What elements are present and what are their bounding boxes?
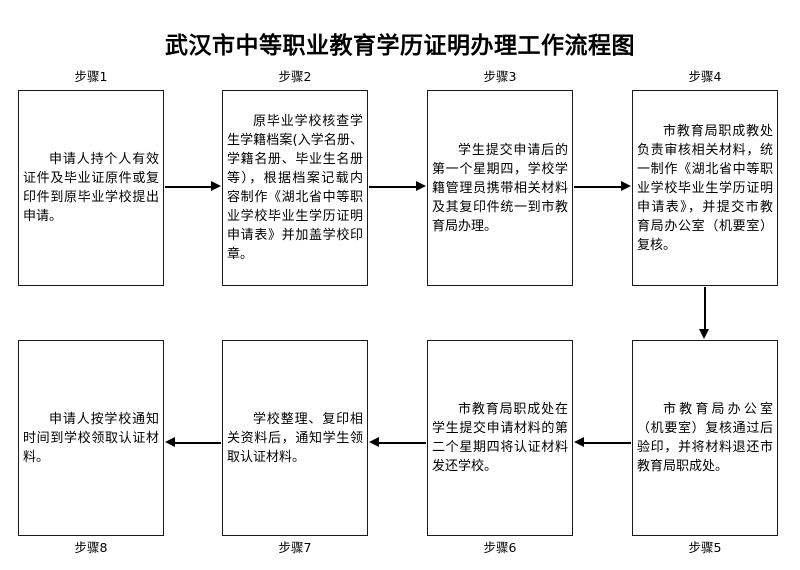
flow-box-step3-text: 学生提交申请后的第一个星期四，学校学籍管理员携带相关材料及其复印件统一到市教育局… bbox=[432, 142, 568, 234]
arrow-shaft bbox=[574, 186, 623, 188]
arrow-shaft bbox=[704, 287, 706, 331]
flow-box-step1[interactable]: 申请人持个人有效证件及毕业证原件或复印件到原毕业学校提出申请。 bbox=[18, 90, 164, 286]
arrow-shaft bbox=[173, 442, 221, 444]
arrow-shaft bbox=[377, 442, 426, 444]
arrow-shaft bbox=[165, 186, 213, 188]
flow-box-step4-text: 市教育局职成教处负责审核相关材料，统一制作《湖北省中等职业学校毕业生学历证明申请… bbox=[637, 123, 773, 253]
flow-box-step3[interactable]: 学生提交申请后的第一个星期四，学校学籍管理员携带相关材料及其复印件统一到市教育局… bbox=[427, 90, 573, 286]
arrow-head-left-icon bbox=[369, 437, 379, 447]
arrow-step5-to-step6 bbox=[574, 437, 631, 448]
arrow-step2-to-step3 bbox=[369, 181, 426, 192]
flow-box-step1-text: 申请人持个人有效证件及毕业证原件或复印件到原毕业学校提出申请。 bbox=[23, 152, 159, 224]
flow-box-step7[interactable]: 学校整理、复印相关资料后，通知学生领取认证材料。 bbox=[222, 340, 368, 536]
arrow-head-left-icon bbox=[165, 437, 175, 447]
flow-box-step2[interactable]: 原毕业学校核查学生学籍档案(入学名册、学籍名册、毕业生名册等），根据档案记载内容… bbox=[222, 90, 368, 286]
step-label-step5: 步骤5 bbox=[688, 540, 722, 555]
page-title: 武汉市中等职业教育学历证明办理工作流程图 bbox=[165, 33, 635, 59]
arrow-step6-to-step7 bbox=[369, 437, 426, 448]
flow-box-step8-text: 申请人按学校通知时间到学校领取认证材料。 bbox=[23, 411, 159, 465]
flow-box-step7-text: 学校整理、复印相关资料后，通知学生领取认证材料。 bbox=[227, 411, 363, 465]
arrow-step4-to-step5 bbox=[699, 287, 710, 339]
step-label-step8: 步骤8 bbox=[74, 540, 108, 555]
flow-box-step6[interactable]: 市教育局职成处在学生提交申请材料的第二个星期四将认证材料发还学校。 bbox=[427, 340, 573, 536]
step-label-step3: 步骤3 bbox=[483, 69, 517, 84]
flow-box-step6-text: 市教育局职成处在学生提交申请材料的第二个星期四将认证材料发还学校。 bbox=[432, 402, 568, 474]
step-label-step7: 步骤7 bbox=[278, 540, 312, 555]
arrow-head-down-icon bbox=[699, 329, 709, 339]
arrow-head-right-icon bbox=[416, 181, 426, 191]
arrow-head-left-icon bbox=[574, 437, 584, 447]
arrow-shaft bbox=[369, 186, 418, 188]
arrow-head-right-icon bbox=[621, 181, 631, 191]
arrow-step1-to-step2 bbox=[165, 181, 221, 192]
flow-box-step5-text: 市教育局办公室（机要室）复核通过后验印，并将材料退还市教育局职成处。 bbox=[637, 402, 773, 474]
flow-box-step4[interactable]: 市教育局职成教处负责审核相关材料，统一制作《湖北省中等职业学校毕业生学历证明申请… bbox=[632, 90, 778, 286]
flow-box-step2-text: 原毕业学校核查学生学籍档案(入学名册、学籍名册、毕业生名册等），根据档案记载内容… bbox=[227, 114, 363, 262]
flow-box-step8[interactable]: 申请人按学校通知时间到学校领取认证材料。 bbox=[18, 340, 164, 536]
flow-box-step5[interactable]: 市教育局办公室（机要室）复核通过后验印，并将材料退还市教育局职成处。 bbox=[632, 340, 778, 536]
step-label-step1: 步骤1 bbox=[74, 69, 108, 84]
arrow-head-right-icon bbox=[211, 181, 221, 191]
step-label-step2: 步骤2 bbox=[278, 69, 312, 84]
arrow-step7-to-step8 bbox=[165, 437, 221, 448]
step-label-step6: 步骤6 bbox=[483, 540, 517, 555]
arrow-step3-to-step4 bbox=[574, 181, 631, 192]
step-label-step4: 步骤4 bbox=[688, 69, 722, 84]
arrow-shaft bbox=[582, 442, 631, 444]
